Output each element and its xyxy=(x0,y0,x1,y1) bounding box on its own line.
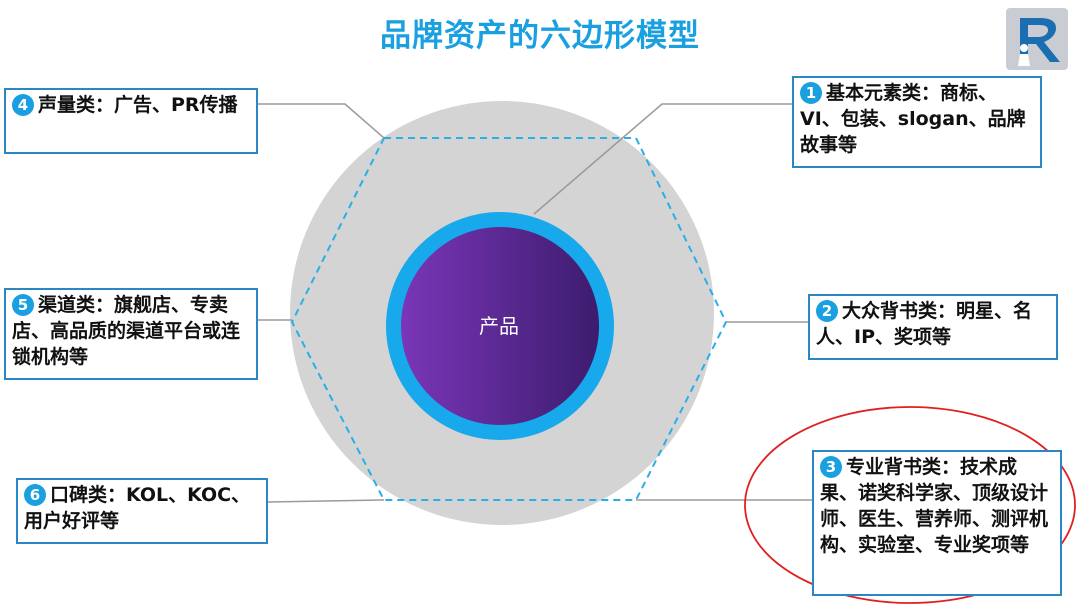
number-badge: 1 xyxy=(800,82,822,104)
item-text: 渠道类：旗舰店、专卖店、高品质的渠道平台或连锁机构等 xyxy=(12,294,241,368)
item-text: 口碑类：KOL、KOC、用户好评等 xyxy=(24,484,251,532)
page-title: 品牌资产的六边形模型 xyxy=(380,18,700,54)
product-label: 产品 xyxy=(479,314,519,338)
item-text: 声量类：广告、PR传播 xyxy=(38,94,238,116)
item-text: 专业背书类：技术成果、诺奖科学家、顶级设计师、医生、营养师、测评机构、实验室、专… xyxy=(820,456,1049,556)
connector-6 xyxy=(267,499,385,503)
number-badge: 5 xyxy=(12,294,34,316)
connector-1 xyxy=(533,103,792,215)
number-badge: 3 xyxy=(820,456,842,478)
connector-4 xyxy=(258,103,385,139)
logo-icon xyxy=(1006,8,1068,70)
item-text: 基本元素类：商标、VI、包装、slogan、品牌故事等 xyxy=(800,82,1026,156)
item-text: 大众背书类：明星、名人、IP、奖项等 xyxy=(816,300,1033,348)
number-badge: 2 xyxy=(816,300,838,322)
dashed-hexagon xyxy=(290,137,728,501)
product-core xyxy=(401,227,599,425)
highlight-ellipse xyxy=(744,406,1076,604)
number-badge: 4 xyxy=(12,94,34,116)
number-badge: 6 xyxy=(24,484,46,506)
